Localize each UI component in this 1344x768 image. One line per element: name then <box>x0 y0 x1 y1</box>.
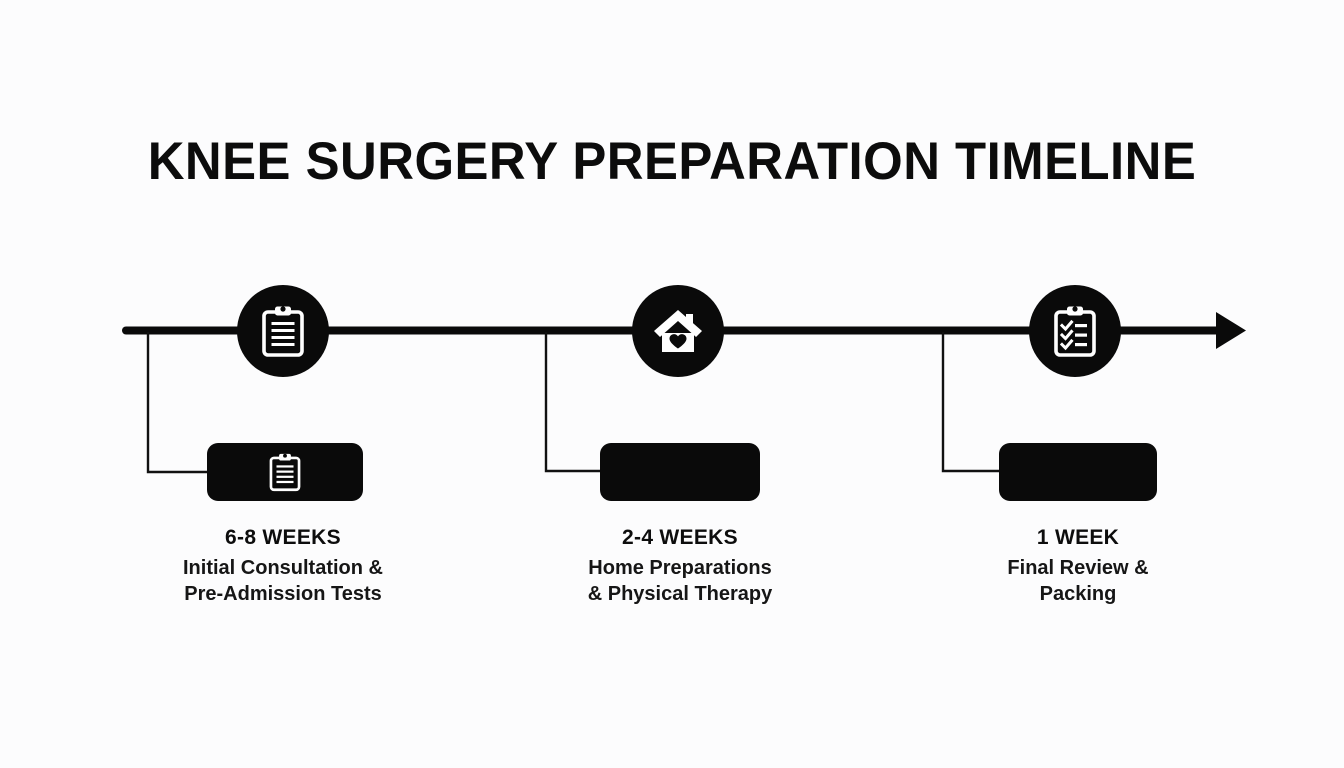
milestone-description-2-line-2: & Physical Therapy <box>587 583 773 605</box>
house-heart-icon <box>652 306 704 356</box>
milestone-node-2[interactable] <box>632 285 724 377</box>
milestone-caption-2: 2-4 WEEKS Home Preparations & Physical T… <box>547 524 813 607</box>
clipboard-icon <box>260 305 306 357</box>
detail-card-2[interactable] <box>600 443 760 501</box>
milestone-description-1-line-1: Initial Consultation & <box>183 557 383 579</box>
connector-line-2 <box>544 332 606 473</box>
milestone-description-3: Final Review & Packing <box>945 555 1211 607</box>
clipboard-icon <box>268 452 302 492</box>
milestone-node-3[interactable] <box>1029 285 1121 377</box>
milestone-period-2: 2-4 WEEKS <box>622 526 738 549</box>
milestone-description-1: Initial Consultation & Pre-Admission Tes… <box>150 555 416 607</box>
milestone-description-3-line-1: Final Review & <box>1007 557 1149 579</box>
connector-line-1 <box>146 332 212 474</box>
clipboard-checklist-icon <box>1052 305 1098 357</box>
milestone-caption-3: 1 WEEK Final Review & Packing <box>945 524 1211 607</box>
milestone-description-2: Home Preparations & Physical Therapy <box>547 555 813 607</box>
milestone-caption-1: 6-8 WEEKS Initial Consultation & Pre-Adm… <box>150 524 416 607</box>
milestone-description-2-line-1: Home Preparations <box>588 557 772 579</box>
milestone-description-3-line-2: Packing <box>1039 583 1117 605</box>
milestone-period-3: 1 WEEK <box>1036 526 1120 549</box>
timeline-arrowhead-icon <box>1216 312 1246 349</box>
milestone-node-1[interactable] <box>237 285 329 377</box>
detail-card-3[interactable] <box>999 443 1157 501</box>
milestone-description-1-line-2: Pre-Admission Tests <box>184 583 382 605</box>
milestone-period-1: 6-8 WEEKS <box>225 526 341 549</box>
page-title: KNEE SURGERY PREPARATION TIMELINE <box>147 132 1197 191</box>
detail-card-1[interactable] <box>207 443 363 501</box>
connector-line-3 <box>941 332 1004 473</box>
